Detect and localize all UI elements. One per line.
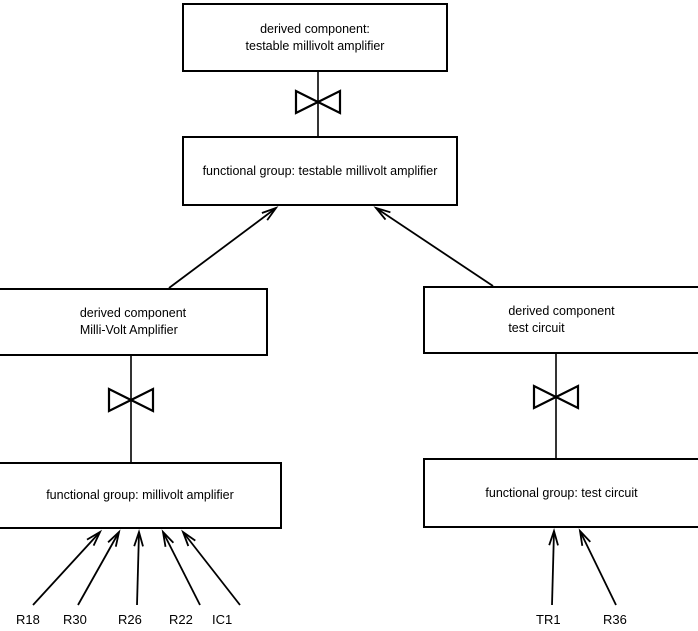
functional-group-millivolt-amplifier[interactable]: functional group: millivolt amplifier — [0, 462, 282, 529]
bowtie-left-triangle — [532, 384, 559, 410]
pin-label-r30: R30 — [63, 612, 87, 627]
derived-component-test-circuit[interactable]: derived component test circuit — [423, 286, 698, 354]
arrow-head — [578, 528, 591, 546]
bowtie-left-triangle — [294, 89, 321, 115]
arrow-head — [86, 529, 103, 546]
arrow-r26-to-millivolt-group — [133, 528, 144, 606]
arrow-milli-volt-amplifier-to-testable-group — [168, 206, 279, 289]
pin-label-r22: R22 — [169, 612, 193, 627]
node-label: derived component Milli-Volt Amplifier — [79, 306, 187, 337]
arrow-ic1-to-millivolt-group — [181, 529, 241, 606]
pin-label-r18: R18 — [16, 612, 40, 627]
arrow-head — [261, 206, 279, 221]
pin-label-ic1: IC1 — [212, 612, 233, 627]
derived-component-milli-volt-amplifier[interactable]: derived component Milli-Volt Amplifier — [0, 288, 268, 356]
arrow-head — [373, 206, 391, 221]
bowtie-right-triangle — [315, 89, 342, 115]
bowtie-connector-top — [294, 72, 342, 136]
arrow-r18-to-millivolt-group — [32, 529, 103, 606]
node-label: functional group: test circuit — [485, 485, 638, 500]
pin-label-r36: R36 — [603, 612, 627, 627]
bowtie-right-triangle — [553, 384, 580, 410]
bowtie-left-triangle — [107, 387, 134, 413]
node-label: derived component test circuit — [508, 304, 615, 335]
arrow-r36-to-test-circuit-group — [578, 528, 617, 606]
bowtie-right-triangle — [128, 387, 155, 413]
functional-group-testable-millivolt-amplifier[interactable]: functional group: testable millivolt amp… — [182, 136, 458, 206]
arrow-head — [161, 529, 175, 547]
arrow-r30-to-millivolt-group — [77, 529, 121, 606]
arrow-head — [133, 528, 144, 547]
arrow-test-circuit-to-testable-group — [373, 206, 494, 287]
node-label: functional group: testable millivolt amp… — [202, 163, 438, 178]
functional-group-test-circuit[interactable]: functional group: test circuit — [423, 458, 698, 528]
arrow-tr1-to-test-circuit-group — [548, 527, 559, 606]
node-label: derived component: testable millivolt am… — [245, 21, 385, 53]
arrow-head — [181, 529, 196, 547]
bowtie-connector-left — [107, 356, 155, 462]
pin-label-tr1: TR1 — [536, 612, 561, 627]
derived-component-testable-millivolt-amplifier[interactable]: derived component: testable millivolt am… — [182, 3, 448, 72]
node-label: functional group: millivolt amplifier — [46, 488, 234, 503]
bowtie-connector-right — [532, 354, 580, 458]
arrow-r22-to-millivolt-group — [161, 529, 201, 606]
arrow-head — [548, 527, 559, 546]
pin-label-r26: R26 — [118, 612, 142, 627]
arrow-head — [107, 529, 121, 547]
